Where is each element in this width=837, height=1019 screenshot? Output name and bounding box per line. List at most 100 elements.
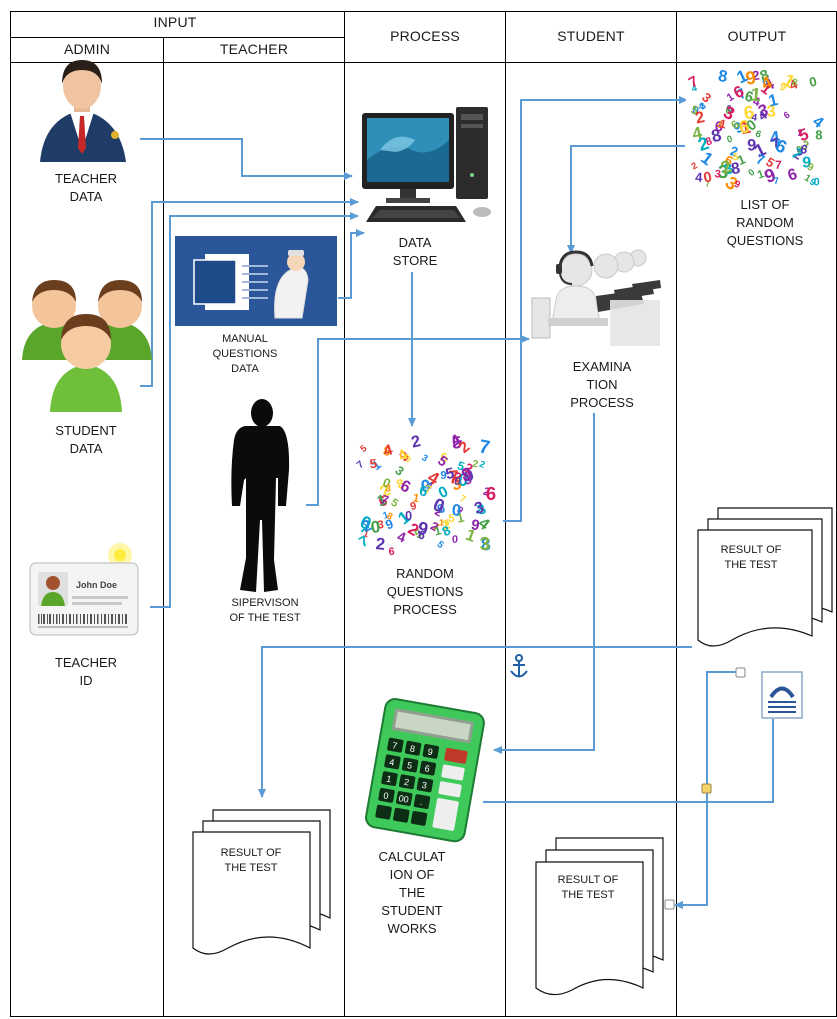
anchor-icon	[510, 654, 528, 678]
svg-text:9: 9	[796, 144, 802, 155]
svg-text:1: 1	[362, 528, 371, 540]
arrow-student-to-store	[140, 198, 359, 387]
svg-text:8: 8	[717, 67, 729, 86]
svg-text:4: 4	[751, 112, 758, 124]
supervisor-silhouette-icon	[231, 399, 290, 592]
word-document-icon	[175, 236, 337, 326]
svg-text:2: 2	[403, 777, 410, 788]
svg-text:2: 2	[478, 458, 487, 470]
arrow-supervisor-to-exam	[306, 335, 530, 506]
arrow-exam-to-calc	[493, 413, 595, 754]
svg-text:8: 8	[725, 103, 734, 114]
svg-text:1: 1	[433, 525, 443, 538]
label-list-random-questions: LIST OF RANDOM QUESTIONS	[726, 197, 804, 248]
svg-text:1: 1	[756, 168, 766, 181]
result-document-stack-student	[535, 837, 664, 996]
svg-text:8: 8	[815, 127, 822, 142]
svg-text:0: 0	[746, 166, 757, 178]
svg-text:5: 5	[369, 456, 378, 472]
computer-icon	[362, 107, 491, 222]
svg-text:1: 1	[739, 117, 753, 139]
svg-text:2: 2	[728, 143, 740, 160]
svg-text:1: 1	[412, 492, 421, 505]
svg-text:4: 4	[389, 757, 396, 768]
result-document-stack-teacher	[192, 809, 331, 955]
svg-text:9: 9	[802, 155, 811, 172]
svg-text:3: 3	[698, 100, 709, 112]
svg-text:2: 2	[440, 516, 452, 533]
svg-text:0: 0	[813, 176, 820, 188]
svg-text:0: 0	[405, 509, 413, 523]
arrow-list-to-exam	[567, 145, 685, 254]
svg-text:2: 2	[375, 534, 386, 554]
header-output: OUTPUT	[727, 28, 787, 44]
svg-text:9: 9	[777, 81, 788, 94]
result-document-stack-output	[697, 507, 833, 647]
svg-text:5: 5	[406, 760, 413, 771]
svg-text:4: 4	[695, 170, 704, 185]
svg-text:9: 9	[807, 177, 818, 189]
svg-text:4: 4	[423, 479, 435, 493]
svg-text:6: 6	[799, 142, 809, 157]
header-teacher: TEACHER	[219, 41, 289, 57]
svg-text:9: 9	[455, 504, 465, 515]
svg-text:7: 7	[355, 459, 367, 471]
svg-text:0: 0	[453, 475, 462, 488]
svg-text:6: 6	[724, 104, 732, 117]
svg-text:7: 7	[430, 521, 441, 534]
svg-text:8: 8	[790, 77, 799, 89]
svg-text:8: 8	[382, 444, 391, 459]
svg-text:1: 1	[725, 91, 737, 104]
svg-text:6: 6	[440, 451, 448, 465]
svg-text:9: 9	[415, 518, 430, 540]
label-random-questions-process: RANDOM QUESTIONS PROCESS	[386, 566, 464, 617]
svg-text:7: 7	[705, 178, 711, 188]
call-center-icon	[531, 249, 661, 346]
svg-text:2: 2	[752, 68, 761, 84]
svg-text:9: 9	[440, 470, 446, 482]
header-input: INPUT	[153, 14, 197, 30]
arrow-id-to-store	[150, 212, 359, 608]
arrow-random-to-list	[503, 96, 688, 522]
svg-text:8: 8	[730, 160, 742, 178]
svg-text:4: 4	[768, 127, 781, 148]
header-admin: ADMIN	[63, 41, 111, 57]
svg-text:0: 0	[452, 534, 459, 546]
label-data-store: DATA STORE	[392, 235, 438, 268]
svg-text:8: 8	[704, 135, 714, 148]
selection-handles	[664, 667, 746, 910]
svg-text:1: 1	[386, 774, 393, 785]
svg-text:6: 6	[742, 101, 755, 123]
svg-text:2: 2	[797, 127, 803, 138]
svg-text:6: 6	[388, 546, 395, 558]
arrow-manual-to-store	[338, 229, 365, 299]
svg-text:1: 1	[718, 117, 727, 132]
svg-text:6: 6	[715, 119, 724, 135]
svg-text:4: 4	[699, 101, 706, 111]
svg-text:7: 7	[448, 466, 460, 488]
id-card-name: John Doe	[76, 580, 117, 590]
svg-text:7: 7	[379, 492, 390, 508]
label-calculation: CALCULAT ION OF THE STUDENT WORKS	[378, 849, 446, 936]
svg-text:3: 3	[420, 452, 430, 464]
svg-text:6: 6	[754, 128, 764, 140]
svg-text:3: 3	[377, 519, 385, 532]
svg-text:0: 0	[726, 133, 734, 145]
svg-text:0: 0	[451, 501, 461, 520]
layout-options-icon[interactable]	[761, 671, 803, 719]
svg-text:5: 5	[435, 539, 447, 551]
svg-text:3: 3	[766, 103, 776, 121]
id-card-icon	[29, 543, 139, 636]
flow-arrows	[140, 96, 774, 909]
svg-text:0: 0	[808, 74, 819, 90]
header-student: STUDENT	[557, 28, 625, 44]
svg-text:5: 5	[715, 119, 726, 131]
svg-text:5: 5	[388, 497, 400, 510]
svg-text:6: 6	[443, 517, 452, 529]
student-group-icon	[22, 280, 152, 412]
label-examination: EXAMINA TION PROCESS	[570, 359, 634, 410]
arrow-result-to-teacher	[258, 646, 692, 798]
